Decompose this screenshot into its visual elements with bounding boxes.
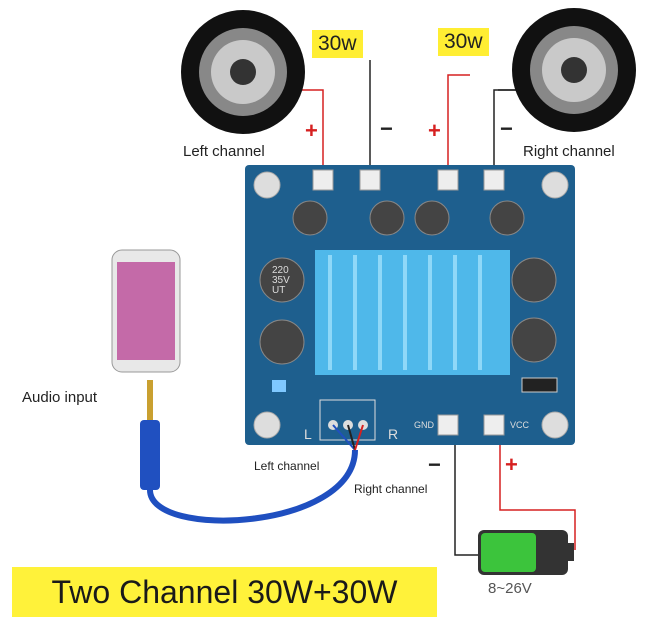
product-title-banner: Two Channel 30W+30W: [12, 567, 437, 617]
left-speaker: [181, 10, 305, 134]
left-minus-sign: −: [380, 116, 393, 141]
cap-value: 220: [272, 265, 289, 276]
board-l-label: L: [304, 426, 312, 442]
board-r-label: R: [388, 426, 399, 442]
right-speaker-power-tag: 30w: [438, 28, 489, 56]
amplifier-board: [245, 165, 575, 445]
audio-input-label: Audio input: [22, 389, 98, 406]
battery-icon: [478, 530, 574, 575]
board-vcc-label: VCC: [510, 420, 530, 430]
left-speaker-power-tag: 30w: [312, 30, 363, 58]
gnd-minus-sign: −: [428, 452, 441, 477]
battery-voltage-label: 8~26V: [488, 580, 532, 597]
right-speaker: [512, 8, 636, 132]
right-minus-sign: −: [500, 116, 513, 141]
left-channel-wire-label: Left channel: [254, 459, 320, 473]
left-plus-sign: +: [305, 118, 318, 143]
heatsink: [315, 250, 510, 375]
speaker-wires: [300, 60, 576, 556]
right-plus-sign: +: [428, 118, 441, 143]
vcc-plus-sign: +: [505, 452, 518, 477]
board-gnd-label: GND: [414, 420, 434, 430]
audio-cable: [140, 380, 364, 524]
phone: [111, 249, 181, 373]
left-channel-label: Left channel: [183, 143, 265, 160]
cap-brand: UT: [272, 285, 286, 296]
right-channel-label: Right channel: [523, 143, 615, 160]
cap-voltage: 35V: [272, 275, 290, 286]
right-channel-wire-label: Right channel: [354, 482, 428, 496]
